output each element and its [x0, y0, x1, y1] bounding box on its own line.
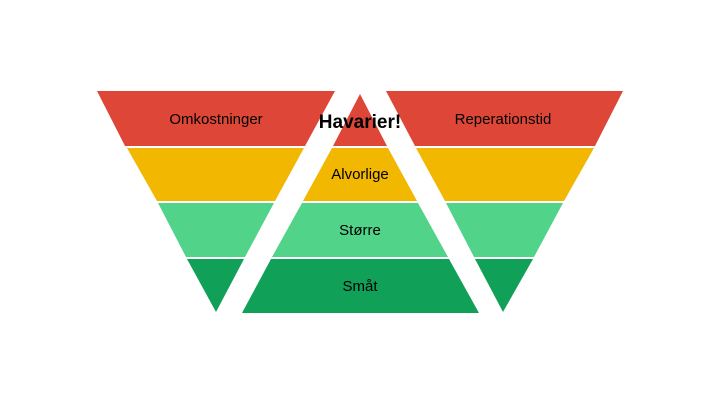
- pyramid-level-3-label: Større: [339, 222, 381, 239]
- pyramid-level-4-label: Småt: [342, 278, 378, 295]
- pyramid-level-1-label: Havarier!: [319, 112, 401, 133]
- pyramid-level-2: [303, 148, 417, 201]
- right-funnel-band-2: [416, 148, 594, 201]
- left-funnel-band-3: [158, 203, 274, 257]
- right-funnel-band-1: [386, 91, 623, 146]
- left-funnel-band-2: [127, 148, 304, 201]
- right-funnel: [386, 91, 623, 312]
- left-funnel-label: Omkostninger: [169, 111, 262, 128]
- pyramid-level-4: [242, 259, 479, 313]
- left-funnel: [97, 91, 335, 312]
- right-funnel-band-4: [475, 259, 533, 312]
- pyramid-level-2-label: Alvorlige: [331, 166, 389, 183]
- left-funnel-band-4: [187, 259, 244, 312]
- center-pyramid: [242, 94, 479, 313]
- right-funnel-band-3: [446, 203, 563, 257]
- left-funnel-band-1: [97, 91, 335, 146]
- right-funnel-label: Reperationstid: [455, 111, 552, 128]
- pyramid-level-3: [272, 203, 448, 257]
- pyramid-level-1: [333, 94, 387, 146]
